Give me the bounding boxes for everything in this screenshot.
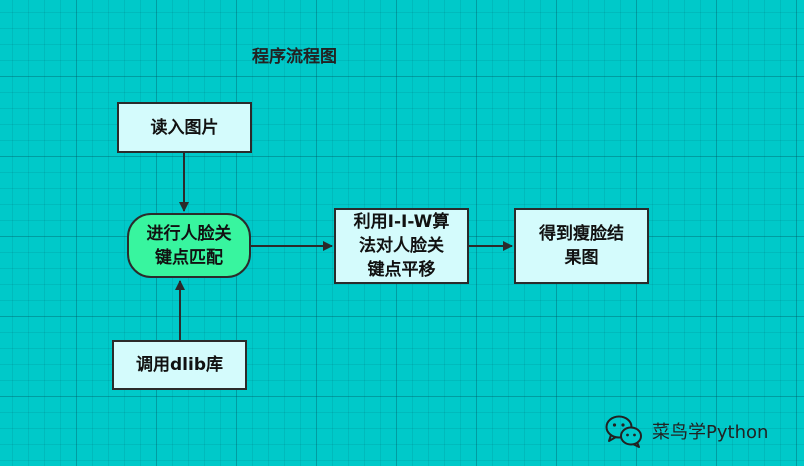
wechat-icon [605, 415, 642, 448]
node-slim-face-result: 得到瘦脸结 果图 [514, 208, 649, 284]
node-result-line-2: 果图 [564, 248, 599, 268]
node-match-line-2: 键点匹配 [155, 247, 223, 268]
watermark-text: 菜鸟学Python [652, 422, 769, 443]
node-dlib-line-1: 调用dlib库 [136, 355, 223, 375]
watermark: 菜鸟学Python [604, 414, 768, 448]
node-result-line-1: 得到瘦脸结 [539, 224, 624, 244]
node-iiw-shift: 利用I-I-W算 法对人脸关 键点平移 [334, 208, 469, 284]
node-shift-line-1: 利用I-I-W算 [353, 212, 450, 232]
node-keypoint-match: 进行人脸关 键点匹配 [127, 213, 251, 278]
node-call-dlib: 调用dlib库 [112, 340, 247, 390]
node-match-line-1: 进行人脸关 [146, 223, 232, 244]
node-read-image: 读入图片 [117, 102, 252, 153]
diagram-title: 程序流程图 [252, 47, 337, 67]
node-shift-line-3: 键点平移 [367, 260, 436, 280]
node-read-line-1: 读入图片 [150, 117, 219, 138]
node-shift-line-2: 法对人脸关 [359, 236, 444, 256]
